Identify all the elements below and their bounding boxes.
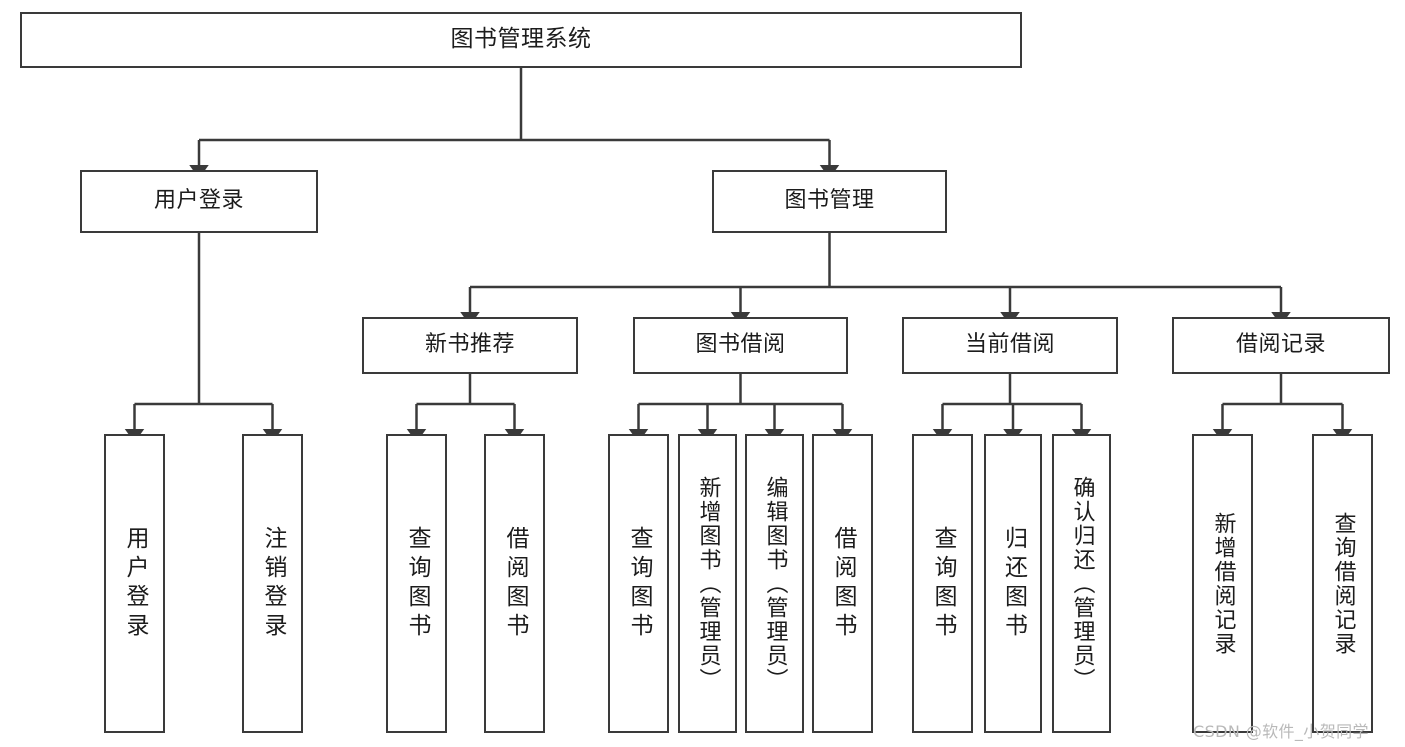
node-borrow-records[interactable]: 借阅记录 xyxy=(1172,317,1390,374)
node-root-label: 图书管理系统 xyxy=(450,26,592,53)
node-leaf-borrow-add-label: 新增图书（管理员） xyxy=(695,475,721,692)
node-leaf-user-login-label: 用户登录 xyxy=(122,525,148,642)
node-leaf-records-query-label: 查询借阅记录 xyxy=(1330,511,1356,656)
node-user-login-label: 用户登录 xyxy=(153,188,244,214)
node-leaf-records-query[interactable]: 查询借阅记录 xyxy=(1312,434,1373,733)
node-leaf-user-login[interactable]: 用户登录 xyxy=(104,434,165,733)
node-book-borrow-label: 图书借阅 xyxy=(695,332,786,358)
node-book-management[interactable]: 图书管理 xyxy=(712,170,947,233)
node-leaf-borrow-edit-label: 编辑图书（管理员） xyxy=(762,475,788,692)
node-leaf-borrow-query-label: 查询图书 xyxy=(626,525,652,642)
node-leaf-borrow-edit[interactable]: 编辑图书（管理员） xyxy=(745,434,804,733)
node-leaf-borrow-query[interactable]: 查询图书 xyxy=(608,434,669,733)
node-leaf-current-confirm-return[interactable]: 确认归还（管理员） xyxy=(1052,434,1111,733)
node-leaf-user-logout[interactable]: 注销登录 xyxy=(242,434,303,733)
node-book-management-label: 图书管理 xyxy=(784,188,875,214)
node-leaf-borrow-add[interactable]: 新增图书（管理员） xyxy=(678,434,737,733)
node-leaf-records-add[interactable]: 新增借阅记录 xyxy=(1192,434,1253,733)
node-user-login[interactable]: 用户登录 xyxy=(80,170,318,233)
node-leaf-current-query[interactable]: 查询图书 xyxy=(912,434,973,733)
node-leaf-current-query-label: 查询图书 xyxy=(930,525,956,642)
node-leaf-records-add-label: 新增借阅记录 xyxy=(1210,511,1236,656)
node-leaf-newbook-query-label: 查询图书 xyxy=(404,525,430,642)
node-leaf-borrow-borrow-label: 借阅图书 xyxy=(830,525,856,642)
node-borrow-records-label: 借阅记录 xyxy=(1235,332,1326,358)
node-current-borrow-label: 当前借阅 xyxy=(964,332,1055,358)
node-current-borrow[interactable]: 当前借阅 xyxy=(902,317,1118,374)
node-book-borrow[interactable]: 图书借阅 xyxy=(633,317,848,374)
node-leaf-newbook-borrow-label: 借阅图书 xyxy=(502,525,528,642)
node-leaf-current-confirm-return-label: 确认归还（管理员） xyxy=(1069,475,1095,692)
node-leaf-user-logout-label: 注销登录 xyxy=(260,525,286,642)
node-leaf-newbook-borrow[interactable]: 借阅图书 xyxy=(484,434,545,733)
node-leaf-current-return-label: 归还图书 xyxy=(1000,525,1027,642)
node-new-book-recommend[interactable]: 新书推荐 xyxy=(362,317,578,374)
node-leaf-newbook-query[interactable]: 查询图书 xyxy=(386,434,447,733)
node-leaf-current-return[interactable]: 归还图书 xyxy=(984,434,1042,733)
csdn-watermark: CSDN @软件_小贺同学 xyxy=(1193,722,1369,741)
node-root[interactable]: 图书管理系统 xyxy=(20,12,1022,68)
node-new-book-recommend-label: 新书推荐 xyxy=(424,332,515,358)
node-leaf-borrow-borrow[interactable]: 借阅图书 xyxy=(812,434,873,733)
